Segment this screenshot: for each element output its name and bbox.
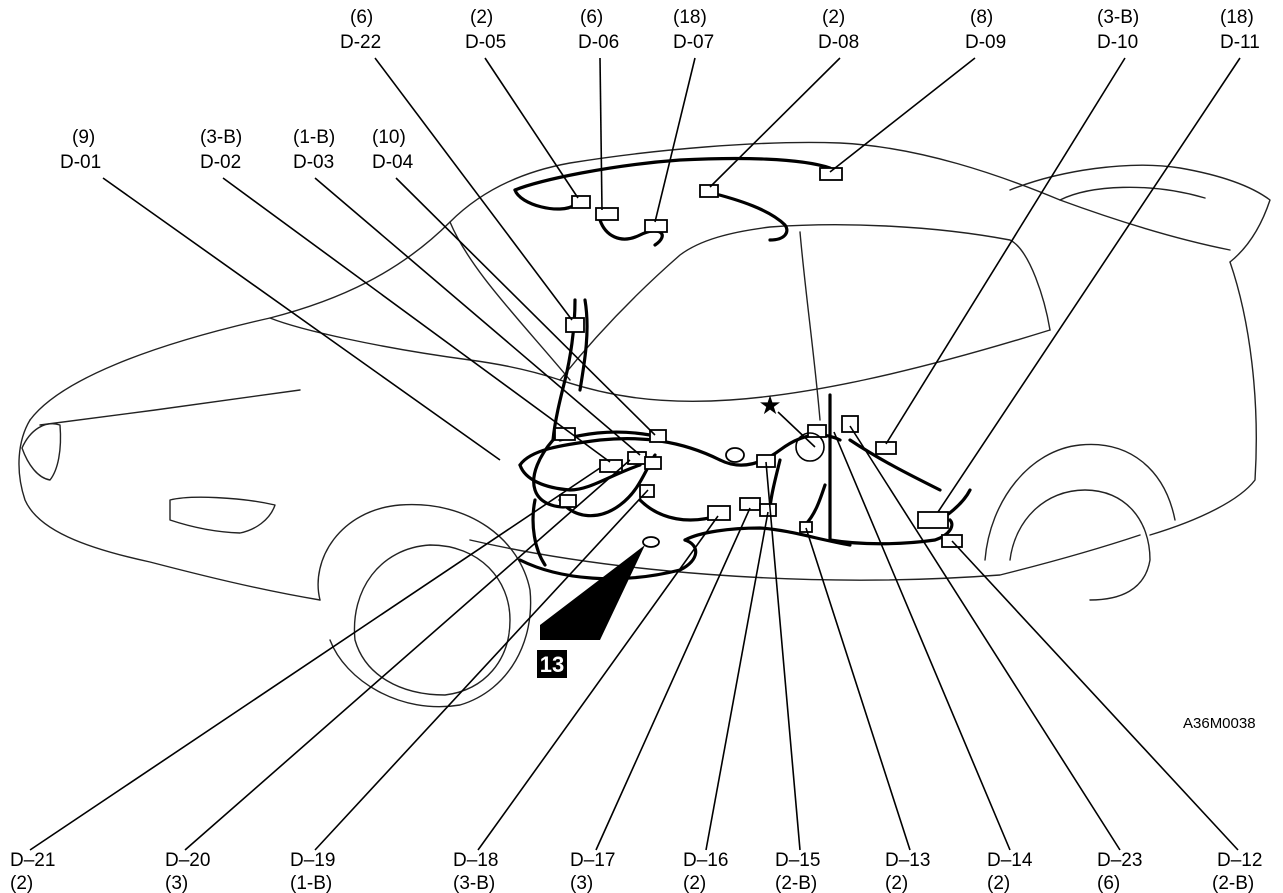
label-d20-code: D–20 (165, 850, 210, 871)
label-d16-code: D–16 (683, 850, 728, 871)
label-d14-pins: (2) (987, 873, 1010, 893)
label-d22-code: D-22 (340, 32, 381, 53)
label-d23-pins: (6) (1097, 873, 1120, 893)
label-d02-code: D-02 (200, 152, 241, 173)
label-d09-pins: (8) (970, 7, 993, 28)
label-d03-code: D-03 (293, 152, 334, 173)
figure-code: A36M0038 (1183, 715, 1256, 732)
connector-blocks (554, 167, 963, 548)
ground-badge-number: 13 (540, 652, 564, 677)
label-d16-pins: (2) (683, 873, 706, 893)
ground-badge (537, 650, 567, 678)
label-d01-code: D-01 (60, 152, 101, 173)
label-d08-code: D-08 (818, 32, 859, 53)
label-d19-code: D–19 (290, 850, 335, 871)
label-d03-pins: (1-B) (293, 127, 335, 148)
label-d17-code: D–17 (570, 850, 615, 871)
label-d10-pins: (3-B) (1097, 7, 1139, 28)
label-d19-pins: (1-B) (290, 873, 332, 893)
star-marker-icon: ★ (758, 391, 781, 421)
label-d17-pins: (3) (570, 873, 593, 893)
label-d15-code: D–15 (775, 850, 820, 871)
label-d21-pins: (2) (10, 873, 33, 893)
label-d06-pins: (6) (580, 7, 603, 28)
label-d22-pins: (6) (350, 7, 373, 28)
label-d23-code: D–23 (1097, 850, 1142, 871)
label-d13-pins: (2) (885, 873, 908, 893)
label-d10-code: D-10 (1097, 32, 1138, 53)
label-d05-code: D-05 (465, 32, 506, 53)
label-d07-code: D-07 (673, 32, 714, 53)
top-labels: (9) D-01 (3-B) D-02 (1-B) D-03 (10) D-04… (60, 7, 1260, 173)
wiring-harness (513, 156, 972, 581)
label-d05-pins: (2) (470, 7, 493, 28)
label-d01-pins: (9) (72, 127, 95, 148)
label-d04-pins: (10) (372, 127, 406, 148)
label-d09-code: D-09 (965, 32, 1006, 53)
label-d13-code: D–13 (885, 850, 930, 871)
label-d11-code: D-11 (1220, 32, 1260, 53)
label-d21-code: D–21 (10, 850, 55, 871)
label-d18-pins: (3-B) (453, 873, 495, 893)
label-d06-code: D-06 (578, 32, 619, 53)
label-d12-pins: (2-B) (1212, 873, 1254, 893)
label-d11-pins: (18) (1220, 7, 1254, 28)
car-body-outline (18, 141, 1271, 708)
bottom-labels: D–21 (2) D–20 (3) D–19 (1-B) D–18 (3-B) … (10, 850, 1262, 893)
label-d15-pins: (2-B) (775, 873, 817, 893)
label-d08-pins: (2) (822, 7, 845, 28)
label-d20-pins: (3) (165, 873, 188, 893)
leader-lines (29, 57, 1241, 851)
label-d02-pins: (3-B) (200, 127, 242, 148)
label-d18-code: D–18 (453, 850, 498, 871)
label-d07-pins: (18) (673, 7, 707, 28)
label-d12-code: D–12 (1217, 850, 1262, 871)
ground-point-callout (540, 545, 645, 640)
label-d04-code: D-04 (372, 152, 414, 173)
label-d14-code: D–14 (987, 850, 1033, 871)
